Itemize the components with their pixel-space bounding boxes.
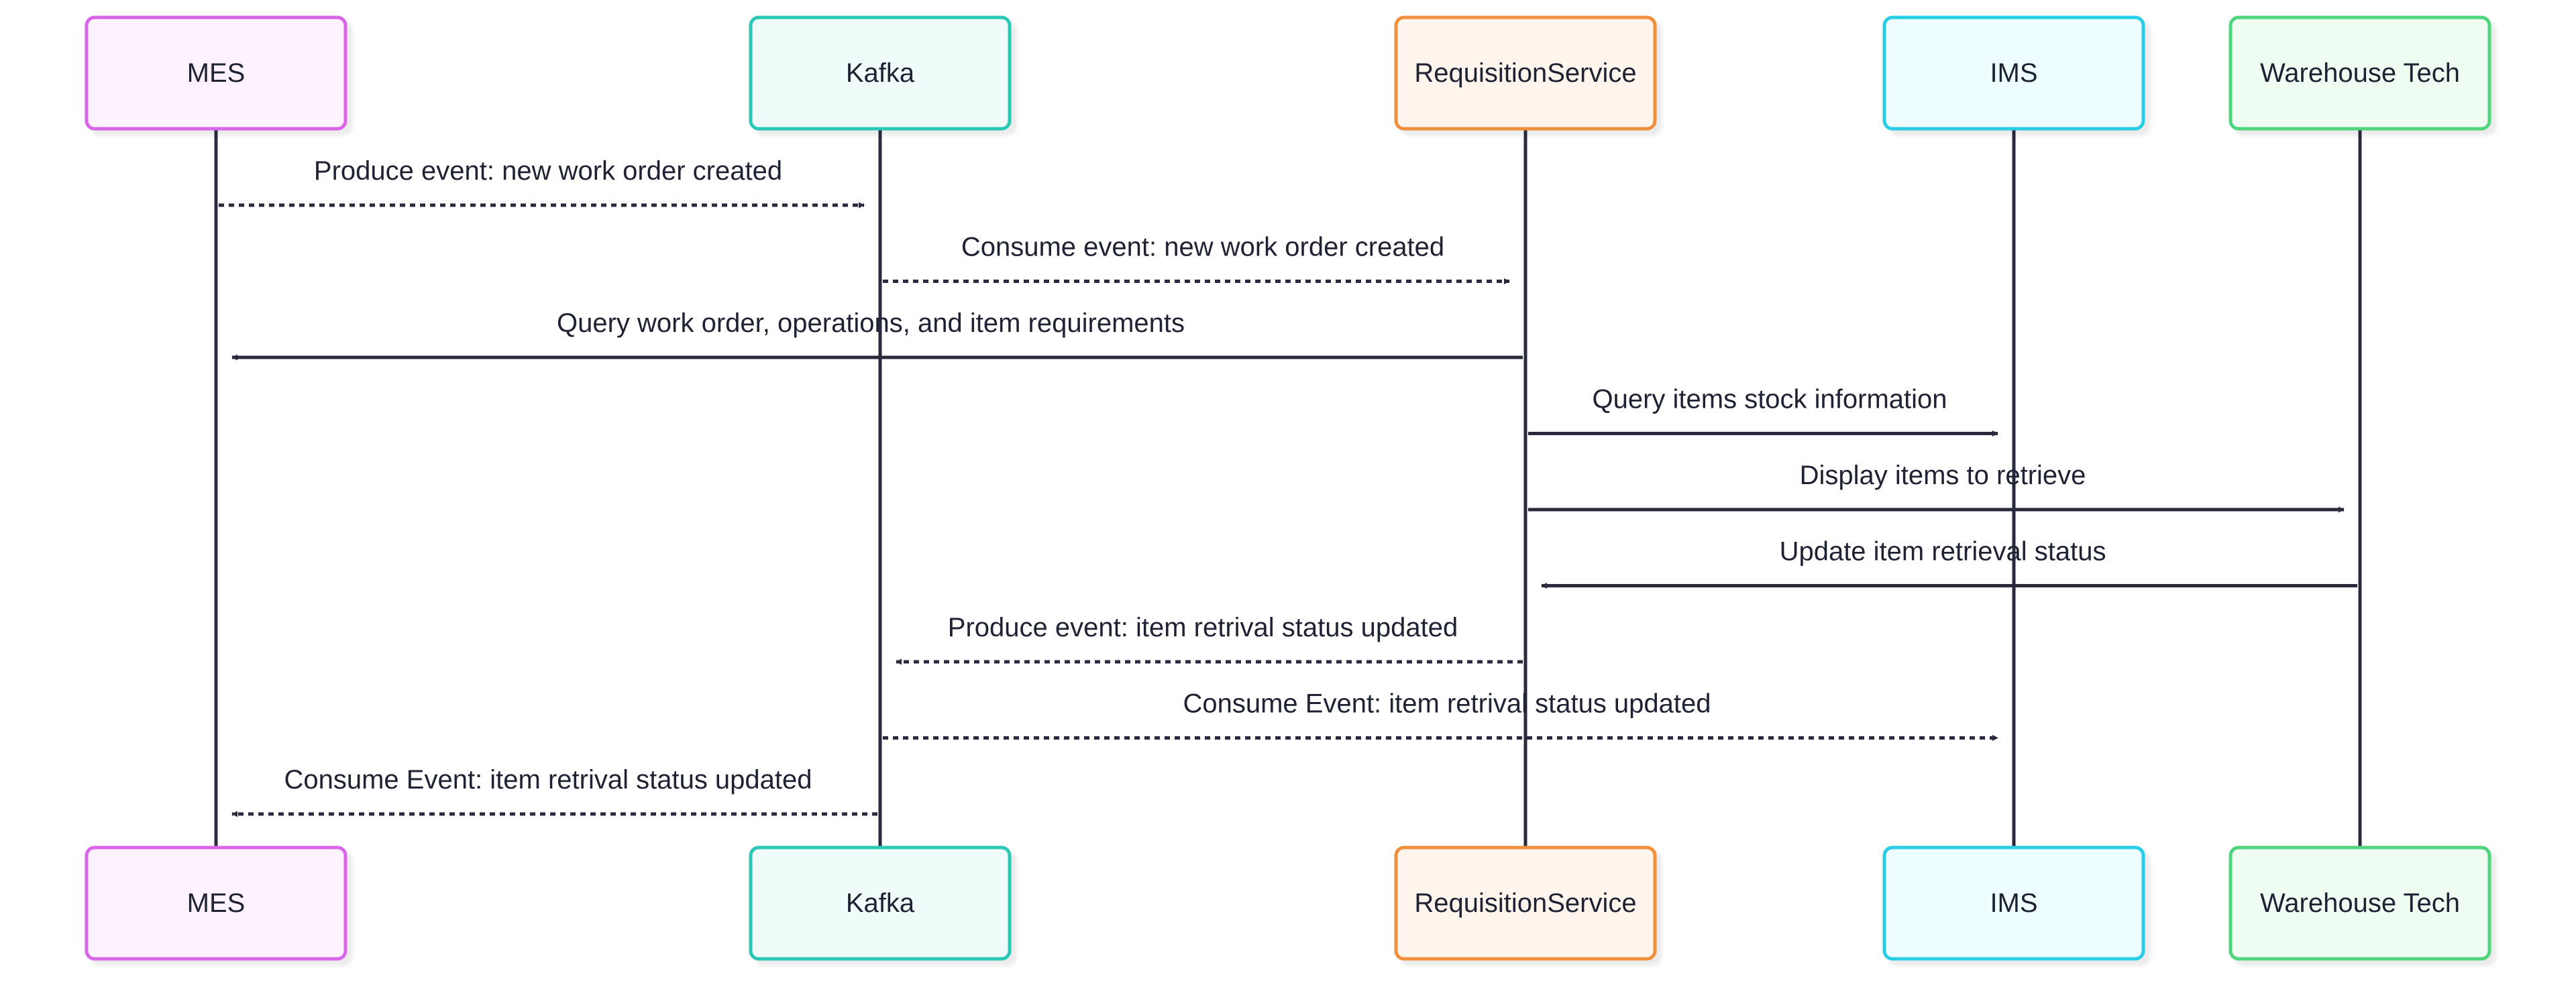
- actor-ims-top: IMS: [1882, 15, 2145, 131]
- actor-box: [1882, 846, 2145, 961]
- actor-label: IMS: [1990, 888, 2037, 918]
- message-label: Produce event: new work order created: [314, 156, 782, 186]
- actor-req-bottom: RequisitionService: [1394, 846, 1657, 961]
- actor-label: RequisitionService: [1414, 888, 1636, 918]
- actor-tech-bottom: Warehouse Tech: [2229, 846, 2491, 961]
- message-4: Query items stock information: [1528, 385, 1998, 437]
- actor-kafka-top: Kafka: [749, 15, 1012, 131]
- message-label: Produce event: item retrival status upda…: [948, 613, 1458, 642]
- message-9: Consume Event: item retrival status upda…: [231, 765, 877, 817]
- actor-box: [85, 846, 347, 961]
- message-3: Query work order, operations, and item r…: [231, 308, 1523, 361]
- message-label: Query work order, operations, and item r…: [557, 308, 1185, 338]
- actor-box: [85, 15, 347, 131]
- actor-tech-top: Warehouse Tech: [2229, 15, 2491, 131]
- actor-box: [749, 846, 1012, 961]
- actor-req-top: RequisitionService: [1394, 15, 1657, 131]
- actor-ims-bottom: IMS: [1882, 846, 2145, 961]
- actor-label: RequisitionService: [1414, 58, 1636, 88]
- actor-kafka-bottom: Kafka: [749, 846, 1012, 961]
- actor-box: [749, 15, 1012, 131]
- actor-label: Warehouse Tech: [2260, 888, 2460, 918]
- message-6: Update item retrieval status: [1541, 537, 2357, 589]
- actor-box: [2229, 15, 2491, 131]
- actor-box: [1394, 846, 1657, 961]
- messages: Produce event: new work order createdCon…: [219, 156, 2357, 817]
- message-label: Consume event: new work order created: [961, 233, 1444, 262]
- message-8: Consume Event: item retrival status upda…: [883, 689, 1998, 741]
- actor-mes-top: MES: [85, 15, 347, 131]
- message-1: Produce event: new work order created: [219, 156, 865, 209]
- message-label: Display items to retrieve: [1800, 461, 2086, 490]
- actor-label: MES: [187, 888, 246, 918]
- message-5: Display items to retrieve: [1528, 461, 2345, 513]
- actor-box: [1882, 15, 2145, 131]
- message-label: Consume Event: item retrival status upda…: [1183, 689, 1711, 719]
- message-2: Consume event: new work order created: [883, 233, 1510, 284]
- message-label: Update item retrieval status: [1780, 537, 2106, 567]
- message-label: Consume Event: item retrival status upda…: [284, 765, 812, 795]
- message-7: Produce event: item retrival status upda…: [896, 613, 1523, 665]
- actor-mes-bottom: MES: [85, 846, 347, 961]
- lifelines: [214, 129, 2362, 848]
- actor-label: MES: [187, 58, 246, 88]
- actor-label: Kafka: [846, 888, 915, 918]
- actor-box: [2229, 846, 2491, 961]
- actor-label: IMS: [1990, 58, 2037, 88]
- actor-label: Warehouse Tech: [2260, 58, 2460, 88]
- actors: MESMESKafkaKafkaRequisitionServiceRequis…: [85, 15, 2491, 961]
- actor-label: Kafka: [846, 58, 915, 88]
- message-label: Query items stock information: [1592, 385, 1947, 414]
- actor-box: [1394, 15, 1657, 131]
